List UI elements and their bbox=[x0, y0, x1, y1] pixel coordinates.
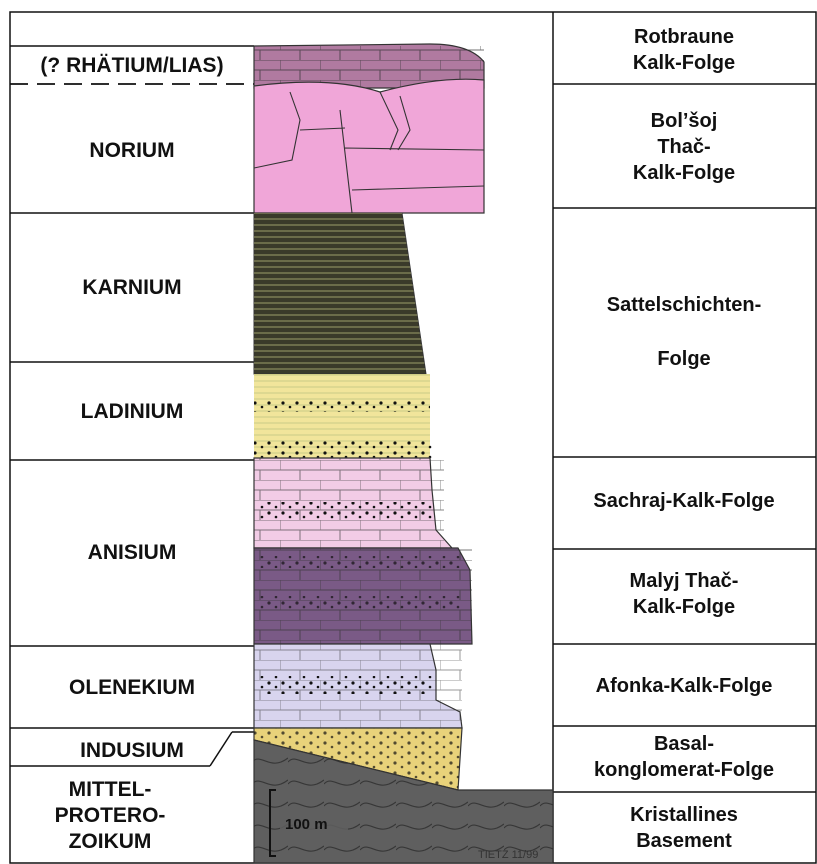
formation-label-malyj-line-2: Kalk-Folge bbox=[633, 596, 735, 618]
lithology-bolsoj-thac-kalk bbox=[254, 79, 484, 213]
formation-label-sattelschichten-line-1: Sattelschichten- bbox=[607, 294, 761, 316]
formation-labels: Rotbraune Kalk-Folge Bol’šoj Thač- Kalk-… bbox=[593, 26, 774, 852]
formation-label-bolsoj-line-1: Bol’šoj bbox=[651, 110, 718, 132]
stage-label-karnium: KARNIUM bbox=[82, 276, 181, 299]
stage-label-rhaetium-lias: (? RHÄTIUM/LIAS) bbox=[40, 54, 223, 77]
formation-label-rotbraune-line-1: Rotbraune bbox=[634, 26, 734, 48]
formation-label-sattelschichten-line-2: Folge bbox=[657, 348, 710, 370]
formation-label-kristallines-line-2: Basement bbox=[636, 830, 732, 852]
credit-label: TIETZ 11/99 bbox=[478, 849, 538, 861]
stage-label-mittelproterozoikum-line-3: ZOIKUM bbox=[69, 830, 152, 853]
stage-labels: (? RHÄTIUM/LIAS) NORIUM KARNIUM LADINIUM… bbox=[40, 54, 223, 853]
stage-label-olenekium: OLENEKIUM bbox=[69, 676, 195, 699]
formation-label-afonka: Afonka-Kalk-Folge bbox=[596, 675, 773, 697]
lithology-column bbox=[254, 44, 553, 863]
formation-label-sachraj: Sachraj-Kalk-Folge bbox=[593, 490, 774, 512]
stage-label-norium: NORIUM bbox=[89, 139, 174, 162]
formation-label-malyj-line-1: Malyj Thač- bbox=[630, 570, 739, 592]
formation-label-bolsoj-line-3: Kalk-Folge bbox=[633, 162, 735, 184]
stage-label-ladinium: LADINIUM bbox=[81, 400, 184, 423]
formation-label-kristallines-line-1: Kristallines bbox=[630, 804, 738, 826]
stage-label-anisium: ANISIUM bbox=[88, 541, 177, 564]
stage-label-mittelproterozoikum-line-2: PROTERO- bbox=[55, 804, 166, 827]
stage-label-indusium: INDUSIUM bbox=[80, 739, 184, 762]
formation-label-bolsoj-line-2: Thač- bbox=[657, 136, 710, 158]
stage-label-mittelproterozoikum-line-1: MITTEL- bbox=[69, 778, 152, 801]
formation-label-rotbraune-line-2: Kalk-Folge bbox=[633, 52, 735, 74]
formation-label-basal-line-1: Basal- bbox=[654, 733, 714, 755]
formation-label-basal-line-2: konglomerat-Folge bbox=[594, 759, 774, 781]
scale-bar-label: 100 m bbox=[285, 816, 328, 833]
